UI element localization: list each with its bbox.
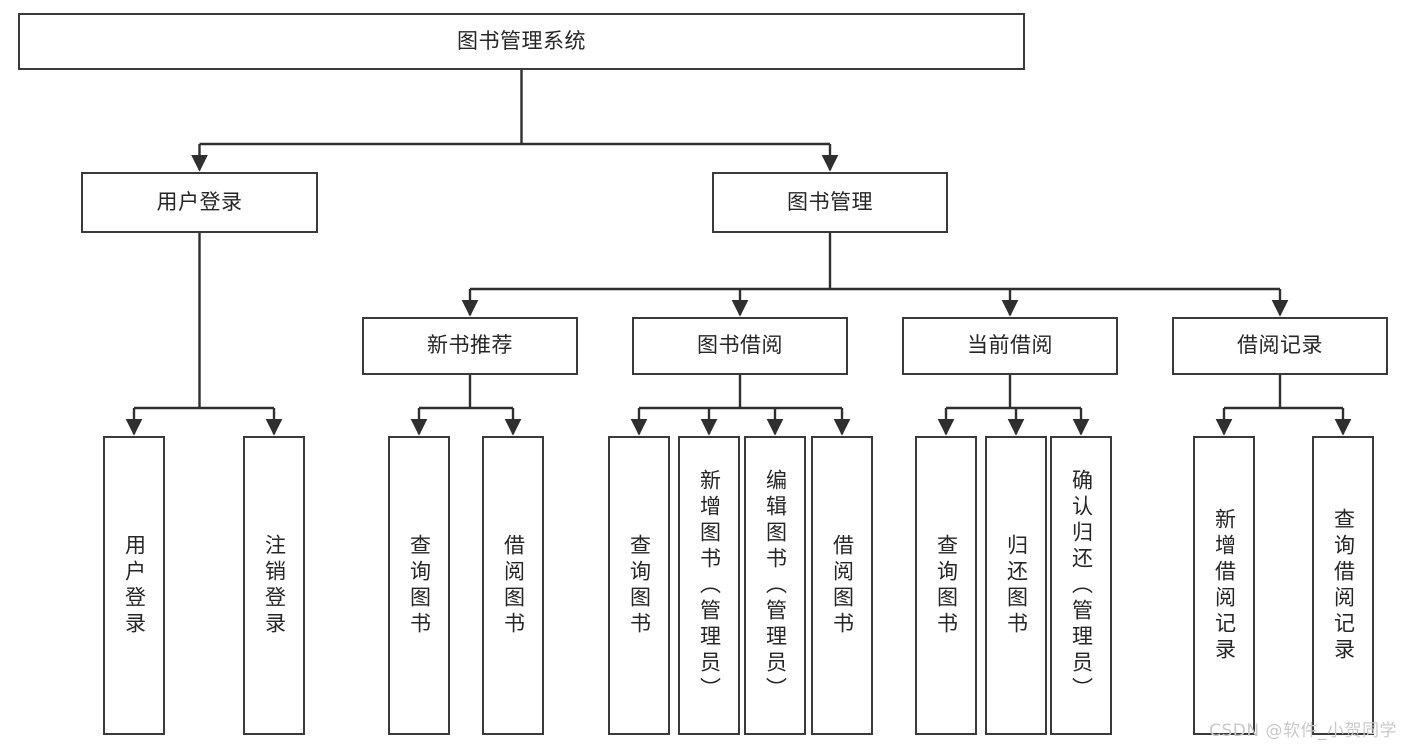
node-leaf-borrow-add[interactable]: 新增图书（管理员）: [678, 436, 740, 735]
node-label: 查询图书: [627, 533, 652, 638]
node-label: 图书借阅: [697, 333, 783, 358]
node-leaf-newbook-borrow[interactable]: 借阅图书: [482, 436, 544, 735]
node-leaf-borrow-edit[interactable]: 编辑图书（管理员）: [744, 436, 806, 735]
node-label: 新书推荐: [427, 333, 513, 358]
node-leaf-user-login[interactable]: 用户登录: [103, 436, 165, 735]
node-label: 图书管理系统: [457, 28, 586, 53]
node-label: 借阅图书: [501, 533, 526, 638]
node-label: 查询借阅记录: [1331, 507, 1356, 664]
node-label: 图书管理: [787, 189, 873, 214]
node-root[interactable]: 图书管理系统: [18, 13, 1025, 70]
node-label: 用户登录: [122, 533, 147, 638]
node-leaf-current-return[interactable]: 归还图书: [985, 436, 1047, 735]
node-label: 新增图书（管理员）: [697, 468, 722, 703]
node-bookmgmt[interactable]: 图书管理: [712, 172, 948, 233]
node-label: 新增借阅记录: [1212, 507, 1237, 664]
watermark: CSDN @软件_小贺同学: [1209, 721, 1397, 741]
node-label: 查询图书: [934, 533, 959, 638]
node-leaf-current-confirm[interactable]: 确认归还（管理员）: [1050, 436, 1112, 735]
node-leaf-borrow-query[interactable]: 查询图书: [608, 436, 670, 735]
node-label: 借阅记录: [1237, 333, 1323, 358]
node-label: 注销登录: [262, 533, 287, 638]
node-label: 确认归还（管理员）: [1069, 468, 1094, 703]
node-current[interactable]: 当前借阅: [902, 317, 1118, 375]
node-label: 编辑图书（管理员）: [763, 468, 788, 703]
node-label: 当前借阅: [967, 333, 1053, 358]
node-leaf-newbook-query[interactable]: 查询图书: [388, 436, 450, 735]
node-leaf-current-query[interactable]: 查询图书: [915, 436, 977, 735]
node-leaf-records-add[interactable]: 新增借阅记录: [1193, 436, 1255, 735]
node-leaf-borrow-lend[interactable]: 借阅图书: [811, 436, 873, 735]
node-leaf-records-query[interactable]: 查询借阅记录: [1312, 436, 1374, 735]
node-borrow[interactable]: 图书借阅: [632, 317, 848, 375]
node-label: 借阅图书: [830, 533, 855, 638]
node-login[interactable]: 用户登录: [81, 172, 318, 233]
node-newbook[interactable]: 新书推荐: [362, 317, 578, 375]
node-label: 查询图书: [407, 533, 432, 638]
node-label: 用户登录: [156, 189, 243, 214]
node-label: 归还图书: [1004, 533, 1029, 638]
node-leaf-user-logout[interactable]: 注销登录: [243, 436, 305, 735]
node-records[interactable]: 借阅记录: [1172, 317, 1388, 375]
